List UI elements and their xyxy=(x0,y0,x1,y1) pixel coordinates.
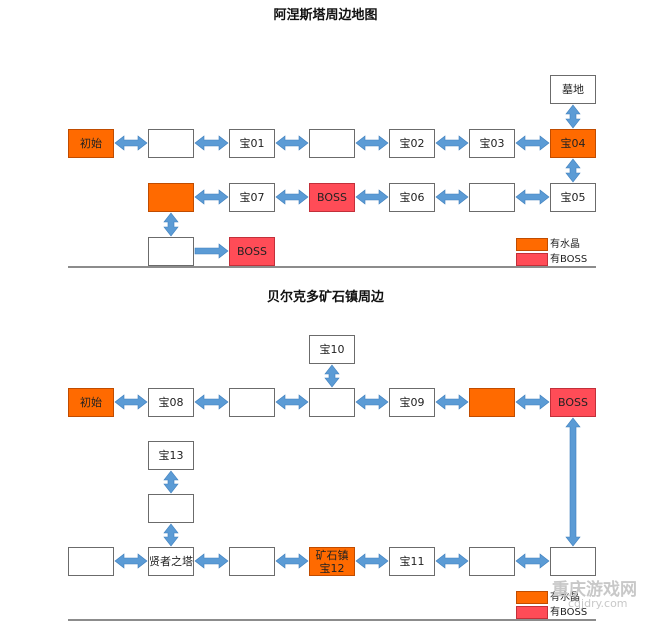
connector-arrow-22 xyxy=(565,417,581,547)
connector-arrow-26 xyxy=(194,553,229,569)
s2-legend-crystal-label: 有水晶 xyxy=(550,592,580,603)
s2-legend-boss-swatch xyxy=(516,606,548,619)
s2-node-t08: 宝08 xyxy=(148,388,194,417)
s2-node-start: 初始 xyxy=(68,388,114,417)
connector-arrow-18 xyxy=(355,394,389,410)
connector-arrow-23 xyxy=(163,470,179,494)
s1-legend-crystal-label: 有水晶 xyxy=(550,239,580,250)
s2-node-blank-2 xyxy=(309,388,355,417)
s2-legend-boss-label: 有BOSS xyxy=(550,607,588,618)
s2-node-blank-4 xyxy=(68,547,114,576)
s1-node-t01: 宝01 xyxy=(229,129,275,158)
s1-node-blank-4 xyxy=(148,237,194,266)
connector-arrow-5 xyxy=(515,135,550,151)
connector-arrow-12 xyxy=(565,158,581,183)
s1-node-t06: 宝06 xyxy=(389,183,435,212)
watermark-name: 重庆游戏网 xyxy=(552,580,637,600)
s2-node-blank-5 xyxy=(229,547,275,576)
s2-node-t11: 宝11 xyxy=(389,547,435,576)
section2-title: 贝尔克多矿石镇周边 xyxy=(266,290,384,305)
connector-arrow-11 xyxy=(565,104,581,129)
connector-arrow-25 xyxy=(114,553,148,569)
s1-node-boss-1: BOSS xyxy=(309,183,355,212)
s2-node-boss: BOSS xyxy=(550,388,596,417)
connector-arrow-1 xyxy=(194,135,229,151)
s1-legend-boss-label: 有BOSS xyxy=(550,254,588,265)
s1-legend-boss-swatch xyxy=(516,253,548,266)
s1-node-t05: 宝05 xyxy=(550,183,596,212)
s1-node-blank-3 xyxy=(469,183,515,212)
connector-arrow-20 xyxy=(515,394,550,410)
s1-baseline xyxy=(68,266,596,268)
connector-arrow-16 xyxy=(194,394,229,410)
section1-title: 阿涅斯塔周边地图 xyxy=(273,8,378,23)
s2-node-t10: 宝10 xyxy=(309,335,355,364)
connector-arrow-13 xyxy=(163,212,179,237)
connector-arrow-2 xyxy=(275,135,309,151)
connector-arrow-21 xyxy=(324,364,340,388)
connector-arrow-10 xyxy=(515,189,550,205)
s1-node-t03: 宝03 xyxy=(469,129,515,158)
s1-node-blank-1 xyxy=(148,129,194,158)
s1-node-t07: 宝07 xyxy=(229,183,275,212)
s2-baseline xyxy=(68,619,596,621)
s2-node-blank-6 xyxy=(469,547,515,576)
connector-arrow-0 xyxy=(114,135,148,151)
watermark-domain: cqjdry.com xyxy=(568,597,628,610)
connector-arrow-7 xyxy=(275,189,309,205)
connector-arrow-24 xyxy=(163,523,179,547)
s2-legend-crystal-swatch xyxy=(516,591,548,604)
s2-node-sage-tower: 贤者之塔 xyxy=(148,547,194,576)
s1-node-t04: 宝04 xyxy=(550,129,596,158)
s1-node-crystal xyxy=(148,183,194,212)
s1-node-boss-2: BOSS xyxy=(229,237,275,266)
connector-arrow-6 xyxy=(194,189,229,205)
connector-arrow-17 xyxy=(275,394,309,410)
connector-arrow-15 xyxy=(114,394,148,410)
connector-arrow-3 xyxy=(355,135,389,151)
s1-node-grave: 墓地 xyxy=(550,75,596,104)
connector-arrow-19 xyxy=(435,394,469,410)
connector-arrow-27 xyxy=(275,553,309,569)
connector-arrow-29 xyxy=(435,553,469,569)
s2-node-blank-1 xyxy=(229,388,275,417)
connector-arrow-28 xyxy=(355,553,389,569)
s2-node-blank-7 xyxy=(550,547,596,576)
connector-arrow-30 xyxy=(515,553,550,569)
s2-node-t09: 宝09 xyxy=(389,388,435,417)
s1-node-t02: 宝02 xyxy=(389,129,435,158)
s1-node-start: 初始 xyxy=(68,129,114,158)
s1-node-blank-2 xyxy=(309,129,355,158)
connector-arrow-8 xyxy=(355,189,389,205)
connector-arrow-14 xyxy=(194,243,229,259)
s2-node-blank-3 xyxy=(148,494,194,523)
connector-arrow-4 xyxy=(435,135,469,151)
s2-node-t13: 宝13 xyxy=(148,441,194,470)
connector-arrow-9 xyxy=(435,189,469,205)
s1-legend-crystal-swatch xyxy=(516,238,548,251)
s2-node-crystal xyxy=(469,388,515,417)
s2-node-ore-town: 矿石镇 宝12 xyxy=(309,547,355,576)
